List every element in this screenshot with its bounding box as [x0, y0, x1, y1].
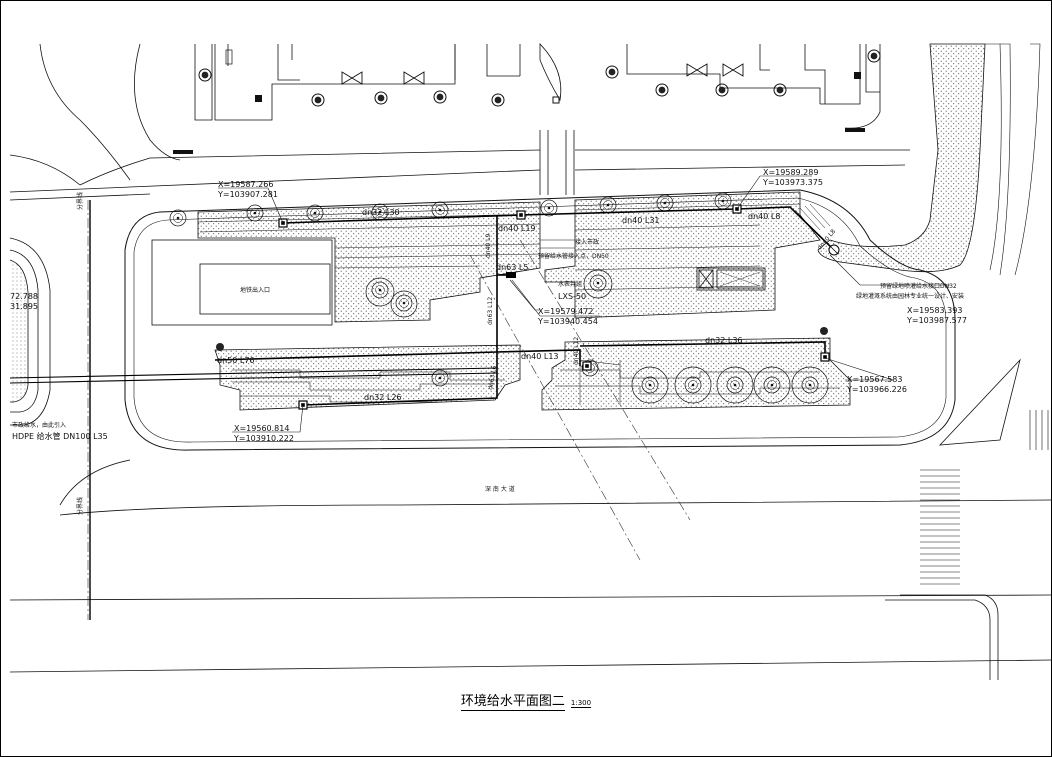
note-left: 市政给水，由此引入	[12, 421, 66, 429]
right-island	[938, 358, 1021, 446]
planting-bed-lower-right	[541, 337, 851, 411]
equipment-box	[696, 267, 766, 291]
column-symbols	[173, 49, 881, 154]
right-curb-stripes	[1029, 410, 1049, 450]
meter-code: LXS-50	[558, 292, 586, 301]
shrub-symbols	[216, 327, 828, 351]
edge-coord-b: 31.895	[10, 302, 38, 311]
pipe-label-5: dn40 L9	[485, 234, 492, 258]
site-boundary	[124, 189, 956, 451]
planting-bed-upper-right	[544, 191, 821, 319]
coord-1-y: Y=103907.281	[217, 190, 278, 199]
coord-3-y: Y=103940.454	[537, 317, 598, 326]
paving-lines	[197, 203, 801, 291]
pipe-label-3: dn40 L31	[622, 216, 660, 225]
leader-lines	[218, 175, 894, 433]
coord-2-y: Y=103973.375	[762, 178, 823, 187]
coord-6-y: Y=103910.222	[233, 434, 294, 443]
note-valve: 预留给水管接入点，DN50	[538, 252, 609, 260]
drawing-title-block: 环境给水平面图二 1:300	[0, 690, 1052, 711]
left-roundabout	[9, 237, 51, 426]
pipe-label-12: dn63 L6	[487, 365, 498, 390]
coord-5-x: X=19567.583	[847, 375, 902, 384]
planting-bed-lower	[214, 344, 521, 411]
metro-exit-box	[151, 239, 333, 326]
hdpe-label: HDPE 给水管 DN100 L35	[12, 431, 108, 441]
pipe-label-9: dn50 L76	[217, 356, 255, 365]
pipe-label-2: dn40 L19	[498, 224, 536, 233]
note-right-2: 绿地灌溉系统由园林专业统一设计、安装	[856, 292, 964, 300]
drawing-scale: 1:300	[570, 699, 592, 708]
coord-4-x: X=19583.393	[907, 306, 962, 315]
coord-5-y: Y=103966.226	[846, 385, 907, 394]
crosswalk	[920, 469, 960, 585]
large-tree-circles	[365, 269, 829, 404]
coord-2-x: X=19589.289	[763, 168, 818, 177]
connection-point	[828, 244, 840, 256]
pipe-label-7: dn63 L5	[496, 263, 528, 272]
pipe-label-11: dn32 L36	[705, 336, 743, 345]
road-lines	[9, 43, 1052, 680]
coord-3-x: X=19579.472	[538, 307, 593, 316]
edge-coord-a: 72.788	[10, 292, 38, 301]
dash-dot-lines	[87, 200, 691, 620]
drawing-title: 环境给水平面图二	[460, 694, 565, 711]
pipe-label-1: dn32 L30	[362, 208, 400, 217]
pipe-label-13: dn32 L26	[364, 393, 402, 402]
coord-6-x: X=19560.814	[234, 424, 289, 433]
note-right-1: 预留绿地喷灌给水接口DN32	[880, 282, 957, 290]
connect-label: 接入市政	[575, 238, 599, 246]
pipe-label-14: dn40 L12	[573, 337, 580, 365]
planting-bed-upper	[197, 201, 541, 323]
metro-exit-label: 地铁出入口	[240, 286, 270, 294]
boundary-label-2: 分界线	[76, 497, 84, 515]
boundary-label-1: 分界线	[76, 192, 84, 210]
pipe-label-4: dn40 L8	[748, 212, 780, 221]
green-belt-right	[817, 43, 986, 273]
meter-label: 水表井组	[558, 280, 582, 288]
coord-4-y: Y=103987.577	[906, 316, 967, 325]
valve-wells	[278, 204, 830, 410]
coord-1-x: X=19587.266	[218, 180, 273, 189]
pipe-label-6: dn63 L12	[487, 297, 494, 325]
pipe-label-10: dn40 L13	[521, 352, 559, 361]
building-top	[194, 43, 881, 129]
road-name: 深 南 大 道	[485, 485, 515, 493]
